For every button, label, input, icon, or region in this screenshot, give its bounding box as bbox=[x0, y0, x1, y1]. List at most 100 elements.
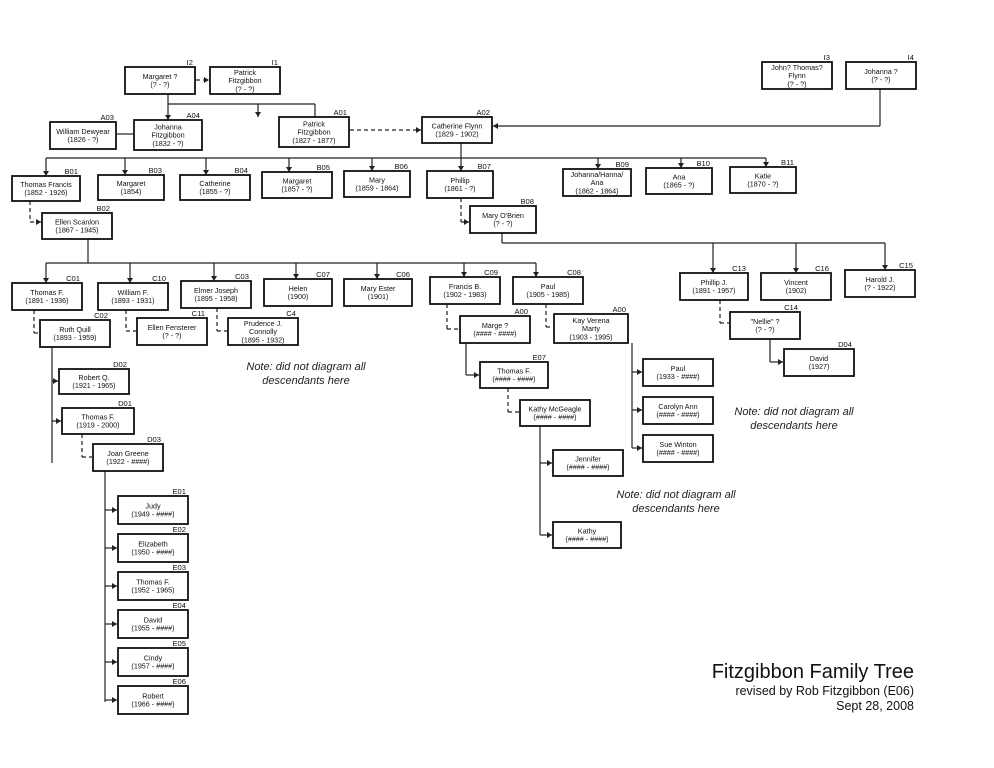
person-id-label: C02 bbox=[94, 311, 108, 320]
person-id-label: C4 bbox=[286, 309, 296, 318]
arrowhead bbox=[36, 219, 41, 225]
person-box-b10 bbox=[645, 167, 713, 195]
arrowhead bbox=[211, 276, 217, 281]
title-block: Fitzgibbon Family Tree revised by Rob Fi… bbox=[712, 660, 914, 714]
person-text-line: (#### - ####) bbox=[565, 535, 608, 544]
arrowhead bbox=[547, 532, 552, 538]
person-text-line: Margaret ? bbox=[143, 72, 178, 81]
person-text-line: (1891 - 1957) bbox=[692, 286, 735, 295]
person-id-label: E05 bbox=[172, 639, 186, 648]
person-id-label: E06 bbox=[172, 677, 186, 686]
person-text-line: (? - 1922) bbox=[864, 283, 895, 292]
arrowhead bbox=[763, 162, 769, 167]
arrowhead bbox=[255, 112, 261, 117]
person-text-line: (1852 - 1926) bbox=[24, 188, 67, 197]
person-text-line: (1966 - ####) bbox=[131, 700, 174, 709]
person-text-line: (#### - ####) bbox=[533, 413, 576, 422]
person-box-km bbox=[519, 399, 591, 427]
person-text-line: (? - ?) bbox=[787, 79, 806, 88]
person-id-label: A04 bbox=[186, 111, 200, 120]
person-text-line: (? - ?) bbox=[493, 219, 512, 228]
person-text-line: Robert Q. bbox=[78, 373, 109, 382]
note-right: Note: did not diagram all descendants he… bbox=[734, 406, 854, 432]
person-text-line: (1895 - 1958) bbox=[194, 294, 237, 303]
person-box-i1 bbox=[209, 66, 281, 95]
person-text-line: William F. bbox=[118, 288, 149, 297]
person-text-line: (1901) bbox=[368, 292, 389, 301]
person-id-label: D04 bbox=[838, 340, 852, 349]
person-id-label: C11 bbox=[192, 309, 205, 318]
arrowhead bbox=[595, 164, 601, 169]
person-box-d04 bbox=[783, 348, 855, 377]
arrowhead bbox=[637, 407, 642, 413]
person-id-label: C01 bbox=[66, 274, 80, 283]
person-box-b04 bbox=[179, 174, 251, 201]
person-box-b07 bbox=[426, 170, 494, 199]
person-text-line: (1893 - 1959) bbox=[53, 333, 96, 342]
person-box-c10 bbox=[97, 282, 169, 311]
arrowhead bbox=[637, 445, 642, 451]
person-box-a00a bbox=[459, 315, 531, 344]
person-text-line: Johanna/Hanna/ bbox=[571, 170, 624, 179]
person-box-i4 bbox=[845, 61, 917, 90]
person-text-line: Robert bbox=[142, 692, 164, 701]
person-text-line: (#### - ####) bbox=[492, 375, 535, 384]
revision-date: Sept 28, 2008 bbox=[836, 699, 914, 713]
person-text-line: Marge ? bbox=[482, 321, 508, 330]
arrowhead bbox=[127, 278, 133, 283]
person-text-line: (1854) bbox=[121, 187, 142, 196]
person-text-line: Margaret bbox=[117, 179, 146, 188]
person-text-line: (1900) bbox=[288, 292, 309, 301]
arrowhead bbox=[678, 163, 684, 168]
person-id-label: E07 bbox=[532, 353, 546, 362]
person-box-c11 bbox=[136, 317, 208, 346]
person-text-line: Katie bbox=[755, 172, 771, 181]
person-id-label: B04 bbox=[234, 166, 248, 175]
arrowhead bbox=[374, 274, 380, 279]
person-text-line: Catherine bbox=[199, 179, 230, 188]
person-text-line: Sue Winton bbox=[659, 440, 696, 449]
person-text-line: (1870 - ?) bbox=[747, 180, 778, 189]
arrowhead bbox=[286, 167, 292, 172]
person-text-line: Phillip J. bbox=[701, 278, 728, 287]
person-text-line: Fitzgibbon bbox=[151, 131, 184, 140]
person-text-line: Elmer Joseph bbox=[194, 286, 238, 295]
person-text-line: Thomas Francis bbox=[20, 180, 72, 189]
person-box-c4 bbox=[227, 317, 299, 346]
person-id-label: I2 bbox=[187, 58, 193, 67]
person-text-line: (1893 - 1931) bbox=[111, 296, 154, 305]
person-id-label: B09 bbox=[615, 160, 629, 169]
person-box-d01 bbox=[61, 407, 135, 435]
arrowhead bbox=[882, 265, 888, 270]
person-text-line: Ana bbox=[591, 178, 604, 187]
arrowhead bbox=[56, 418, 61, 424]
arrowhead bbox=[112, 659, 117, 665]
person-text-line: Kathy McGeagle bbox=[528, 405, 581, 414]
person-id-label: B06 bbox=[394, 162, 408, 171]
person-text-line: "Nellie" ? bbox=[750, 317, 779, 326]
person-text-line: (1895 - 1932) bbox=[241, 335, 284, 344]
person-text-line: (1902 - 1983) bbox=[443, 290, 486, 299]
arrowhead bbox=[53, 378, 58, 384]
person-text-line: Fitzgibbon bbox=[297, 128, 330, 137]
arrowhead bbox=[112, 507, 117, 513]
person-text-line: Paul bbox=[541, 282, 556, 291]
person-text-line: (1949 - ####) bbox=[131, 510, 174, 519]
person-text-line: (1950 - ####) bbox=[131, 548, 174, 557]
person-box-a02 bbox=[421, 116, 493, 144]
person-box-e06 bbox=[117, 685, 189, 715]
person-text-line: (? - ?) bbox=[162, 331, 181, 340]
person-text-line: Fitzgibbon bbox=[228, 76, 261, 85]
person-box-b02 bbox=[41, 212, 113, 240]
person-box-b03 bbox=[97, 174, 165, 201]
person-text-line: John? Thomas? bbox=[771, 63, 822, 72]
person-id-label: B03 bbox=[148, 166, 162, 175]
arrowhead bbox=[165, 115, 171, 120]
person-box-c15 bbox=[844, 269, 916, 298]
arrowhead bbox=[369, 166, 375, 171]
person-box-b09 bbox=[562, 168, 632, 197]
arrowhead bbox=[637, 369, 642, 375]
arrowhead bbox=[112, 583, 117, 589]
person-text-line: Ruth Quill bbox=[59, 325, 91, 334]
